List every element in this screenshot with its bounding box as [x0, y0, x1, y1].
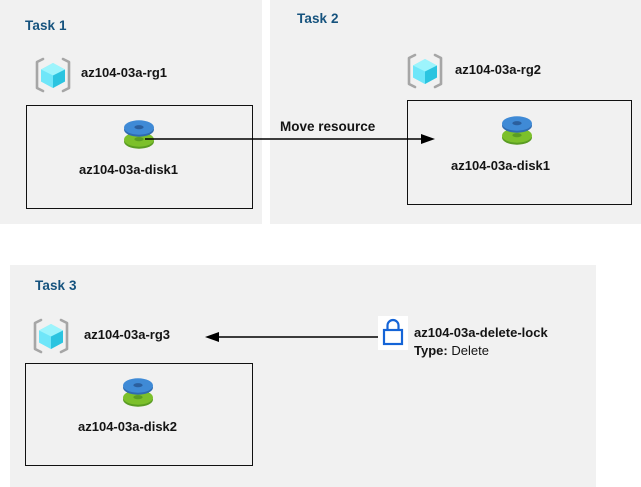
managed-disk-icon [497, 110, 537, 152]
task2-resource-group-label: az104-03a-rg2 [455, 62, 541, 77]
task3-disk-label: az104-03a-disk2 [78, 419, 178, 434]
task2-disk-label: az104-03a-disk1 [451, 158, 551, 173]
managed-disk-icon [119, 114, 159, 156]
task3-resource-group-box [25, 363, 253, 466]
padlock-icon [378, 316, 408, 350]
task3-resource-group-label: az104-03a-rg3 [84, 327, 170, 342]
delete-lock-name: az104-03a-delete-lock [414, 325, 548, 340]
task2-resource-group-box [407, 100, 632, 205]
task3-panel [10, 265, 596, 487]
task1-resource-group-box [26, 105, 253, 209]
task1-disk-label: az104-03a-disk1 [79, 162, 179, 177]
task1-resource-group-label: az104-03a-rg1 [81, 65, 167, 80]
move-resource-arrow [145, 134, 435, 144]
task2-title: Task 2 [297, 11, 339, 26]
managed-disk-icon [118, 372, 158, 414]
resource-group-cube-icon [32, 56, 74, 94]
delete-lock-type-value: Delete [451, 343, 489, 358]
task1-panel [0, 0, 262, 224]
resource-group-cube-icon [404, 52, 446, 90]
delete-lock-arrow [205, 332, 385, 342]
delete-lock-type: Type: Delete [414, 343, 489, 358]
move-resource-label: Move resource [280, 119, 376, 134]
resource-group-cube-icon [30, 317, 72, 355]
task1-title: Task 1 [25, 18, 67, 33]
task2-panel [270, 0, 641, 224]
task3-title: Task 3 [35, 278, 77, 293]
delete-lock-type-key: Type: [414, 343, 448, 358]
